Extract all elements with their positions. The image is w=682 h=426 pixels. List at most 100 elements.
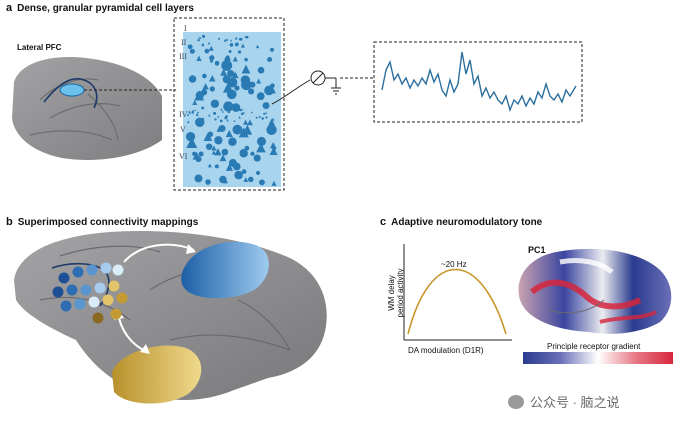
- gold-connectivity-region: [112, 345, 202, 404]
- granular-cell: [249, 81, 256, 88]
- granular-cell: [265, 116, 268, 119]
- granular-cell: [195, 91, 204, 100]
- granular-cell: [219, 119, 223, 123]
- pyramidal-cell: [271, 180, 277, 186]
- granular-cell: [244, 57, 248, 62]
- granular-cell: [201, 106, 205, 110]
- granular-cell: [225, 55, 230, 60]
- pyramidal-cell: [208, 45, 214, 51]
- pyramidal-cell: [207, 163, 212, 168]
- connectivity-node: [60, 300, 72, 312]
- peak-label: ~20 Hz: [441, 260, 467, 269]
- layer-label-iv: IV: [179, 110, 188, 119]
- granular-cell: [241, 169, 247, 174]
- layer-label-v: V: [180, 125, 186, 134]
- granular-cell: [187, 44, 193, 50]
- panel-a-title-text: Dense, granular pyramidal cell layers: [17, 3, 194, 14]
- panel-b-title-text: Superimposed connectivity mappings: [17, 217, 199, 228]
- pyramidal-cell: [255, 44, 260, 49]
- inverted-u-curve: [407, 268, 507, 335]
- granular-cell: [261, 117, 264, 120]
- granular-cell: [245, 35, 249, 39]
- granular-cell: [263, 112, 266, 115]
- connectivity-node: [58, 272, 70, 284]
- granular-cell: [235, 37, 238, 40]
- granular-cell: [244, 145, 250, 151]
- granular-cell: [228, 137, 237, 146]
- connectivity-node: [66, 284, 78, 296]
- granular-cell: [256, 136, 267, 146]
- connectivity-node: [88, 296, 100, 308]
- granular-cell: [185, 132, 196, 142]
- pyramidal-cell: [216, 125, 223, 132]
- connectivity-node: [116, 292, 128, 304]
- granular-cell: [217, 115, 220, 118]
- granular-cell: [217, 37, 220, 40]
- pyramidal-cell: [243, 177, 249, 182]
- granular-cell: [239, 37, 243, 41]
- connectivity-node: [110, 308, 122, 320]
- pyramidal-cell: [188, 110, 191, 113]
- granular-cell: [255, 170, 261, 175]
- granular-cell: [266, 124, 277, 136]
- granular-cell: [210, 99, 220, 108]
- granular-cell: [253, 154, 261, 162]
- panel-c-letter: c: [380, 216, 387, 228]
- pyramidal-cell: [225, 163, 234, 171]
- pyramidal-cell: [194, 109, 197, 111]
- pyramidal-cell: [208, 114, 211, 117]
- granular-cell: [228, 158, 237, 167]
- granular-cell: [221, 148, 229, 156]
- granular-cell: [223, 101, 234, 112]
- gradient-label: Principle receptor gradient: [547, 342, 641, 351]
- granular-cell: [214, 164, 219, 169]
- granular-cell: [221, 60, 233, 71]
- pyramidal-cell: [241, 108, 244, 111]
- watermark-text: 公众号 · 脑之说: [530, 395, 620, 410]
- granular-cell: [240, 112, 244, 116]
- granular-cell: [214, 118, 217, 121]
- pyramidal-cell: [195, 112, 199, 116]
- granular-cell: [232, 124, 243, 135]
- granular-cell: [256, 92, 265, 101]
- pyramidal-cell: [186, 113, 190, 116]
- granular-cell: [250, 151, 255, 156]
- pyramidal-cell: [230, 39, 233, 42]
- connectivity-node: [100, 262, 112, 274]
- pyramidal-cell: [187, 120, 190, 123]
- granular-cell: [228, 49, 232, 53]
- pyramidal-cell: [214, 148, 222, 156]
- pyramidal-cell: [256, 78, 262, 84]
- granular-cell: [195, 156, 202, 163]
- granular-cell: [267, 57, 273, 62]
- connectivity-node: [86, 264, 98, 276]
- granular-cell: [207, 131, 214, 138]
- pyramidal-cell: [242, 124, 253, 135]
- pyramidal-cell: [269, 86, 276, 94]
- granular-cell: [250, 111, 253, 114]
- connectivity-node: [94, 282, 106, 294]
- granular-cell: [269, 47, 275, 52]
- granular-cell: [237, 50, 242, 54]
- granular-cell: [234, 42, 239, 47]
- granular-cell: [202, 73, 207, 79]
- pyramidal-cell: [222, 82, 234, 93]
- layer-label-iii: III: [179, 52, 187, 61]
- pyramidal-cell: [220, 108, 223, 111]
- granular-cell: [231, 103, 241, 112]
- granular-cell: [195, 117, 205, 128]
- granular-cell: [209, 86, 215, 92]
- granular-cell: [234, 85, 240, 91]
- connectivity-node: [52, 286, 64, 298]
- connectivity-node: [72, 266, 84, 278]
- granular-cell: [239, 108, 242, 112]
- watermark: 公众号 · 脑之说: [508, 392, 620, 411]
- panel-b-letter: b: [6, 216, 13, 228]
- pyramidal-cell: [207, 41, 211, 45]
- pyramidal-cell: [191, 48, 196, 53]
- pyramidal-cell: [256, 142, 266, 153]
- layer-label-vi: VI: [179, 152, 188, 161]
- connectivity-node: [80, 284, 92, 296]
